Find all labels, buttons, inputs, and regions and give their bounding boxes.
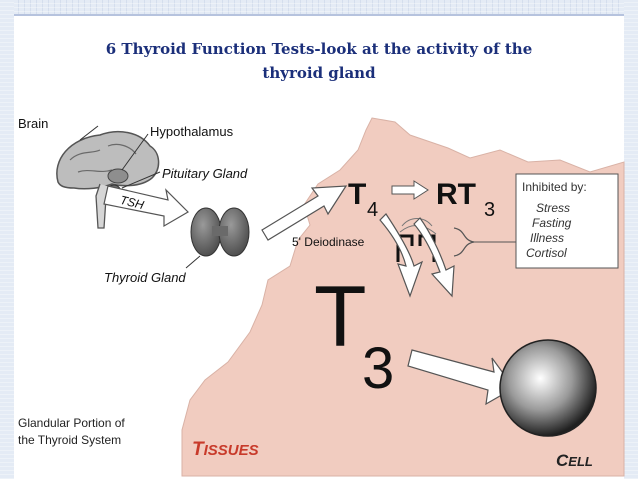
t4-to-rt3-curve-arrow: [413, 217, 455, 298]
cell-label: CELL: [556, 451, 593, 470]
t4-label: T: [348, 178, 366, 211]
glandular-label-line1: Glandular Portion of: [18, 416, 125, 430]
rt3-subscript: 3: [484, 199, 495, 221]
thyroid-gland-graphic: [190, 207, 250, 257]
thyroid-gland-label: Thyroid Gland: [104, 270, 186, 285]
t3-subscript: 3: [362, 336, 394, 401]
diagram-svg: Brain Hypothalamus Pituitary Gland TSH T…: [14, 100, 625, 479]
title-panel: [14, 14, 624, 102]
slide-frame-left: [0, 0, 14, 479]
pituitary-pointer: [121, 171, 161, 189]
hypothalamus-label: Hypothalamus: [150, 124, 234, 139]
tissues-label: TISSUES: [192, 439, 259, 460]
inhibited-title: Inhibited by:: [522, 180, 587, 194]
thyroid-to-t4-arrow: [261, 185, 348, 241]
thyroid-diagram: Brain Hypothalamus Pituitary Gland TSH T…: [0, 100, 638, 479]
thyroid-pointer: [185, 255, 201, 269]
t4-subscript: 4: [367, 199, 378, 221]
deiodinase-label: 5' Deiodinase: [292, 235, 365, 249]
tsh-arrow: [103, 185, 189, 228]
hypothalamus-pointer: [121, 133, 149, 171]
inhibitor-stress: Stress: [536, 201, 570, 215]
t4-to-t3-arrow: [379, 213, 424, 298]
slide-frame-right: [624, 0, 638, 479]
title-line-2: thyroid gland: [262, 64, 376, 82]
inhibitor-fasting: Fasting: [532, 216, 572, 230]
cell-graphic: [499, 339, 597, 437]
t4-to-rt3-arrow: [391, 180, 429, 200]
brain-pointer: [79, 125, 99, 141]
rt3-label: RT: [436, 178, 476, 211]
pituitary-label: Pituitary Gland: [162, 166, 248, 181]
tsh-label: TSH: [119, 193, 146, 212]
glandular-label-line2: the Thyroid System: [18, 433, 121, 447]
slide-title: 6 Thyroid Function Tests-look at the act…: [14, 37, 624, 85]
inhibitor-cortisol: Cortisol: [526, 246, 567, 260]
title-line-1: 6 Thyroid Function Tests-look at the act…: [105, 40, 533, 58]
inhibited-box: [515, 173, 619, 269]
inhibitor-illness: Illness: [530, 231, 564, 245]
t3-label: T: [314, 269, 367, 365]
brain-label: Brain: [18, 116, 48, 131]
